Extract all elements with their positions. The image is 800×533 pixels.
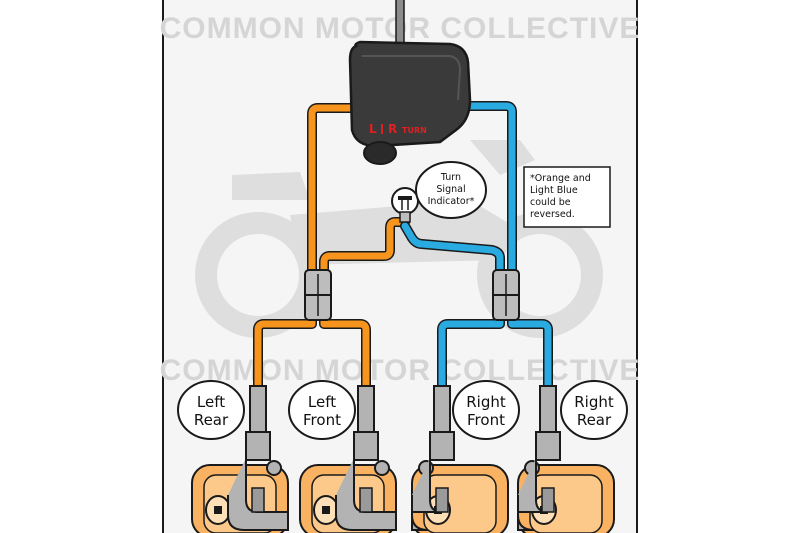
signal-label-bubble — [560, 380, 628, 440]
indicator-line2: Signal — [436, 184, 465, 195]
signal-label-bubble — [288, 380, 356, 440]
signal-stalk — [539, 385, 557, 437]
signal-label-bubble — [177, 380, 245, 440]
blue-wires — [400, 101, 553, 393]
note-line3: could be — [530, 197, 571, 208]
signal-label-line2: Rear — [194, 411, 229, 429]
indicator-bulb-icon — [391, 187, 419, 223]
signal-label-line1: Right — [466, 393, 506, 411]
signal-label-line2: Front — [303, 411, 341, 429]
signal-label-line1: Left — [197, 393, 225, 411]
signal-stalk — [433, 385, 451, 437]
switch-cable — [395, 0, 405, 47]
signal-label-line2: Rear — [577, 411, 612, 429]
note-line1: *Orange and — [530, 173, 591, 184]
switch-turn-label: TURN — [402, 126, 427, 135]
note-line2: Light Blue — [530, 185, 578, 196]
switch-knob-icon — [363, 141, 397, 165]
switch-left-label: L — [369, 122, 377, 136]
left-connector — [304, 269, 332, 321]
note-line4: reversed. — [530, 209, 575, 220]
switch-right-label: R — [388, 122, 397, 136]
turn-signal-switch: L R TURN — [348, 40, 472, 165]
signal-label-line2: Front — [467, 411, 505, 429]
switch-divider — [381, 124, 383, 134]
indicator-label-bubble: Turn Signal Indicator* — [415, 161, 487, 219]
orange-wires — [253, 103, 410, 393]
signal-label-bubble — [452, 380, 520, 440]
right-connector — [492, 269, 520, 321]
signal-label-line1: Left — [308, 393, 336, 411]
note-box: *Orange and Light Blue could be reversed… — [523, 166, 611, 228]
indicator-line1: Turn — [440, 172, 461, 183]
signal-stalk — [249, 385, 267, 437]
watermark-bottom: COMMON MOTOR COLLECTIVE — [160, 354, 641, 387]
signal-stalk — [357, 385, 375, 437]
indicator-line3: Indicator* — [428, 196, 475, 207]
signal-label-line1: Right — [574, 393, 614, 411]
